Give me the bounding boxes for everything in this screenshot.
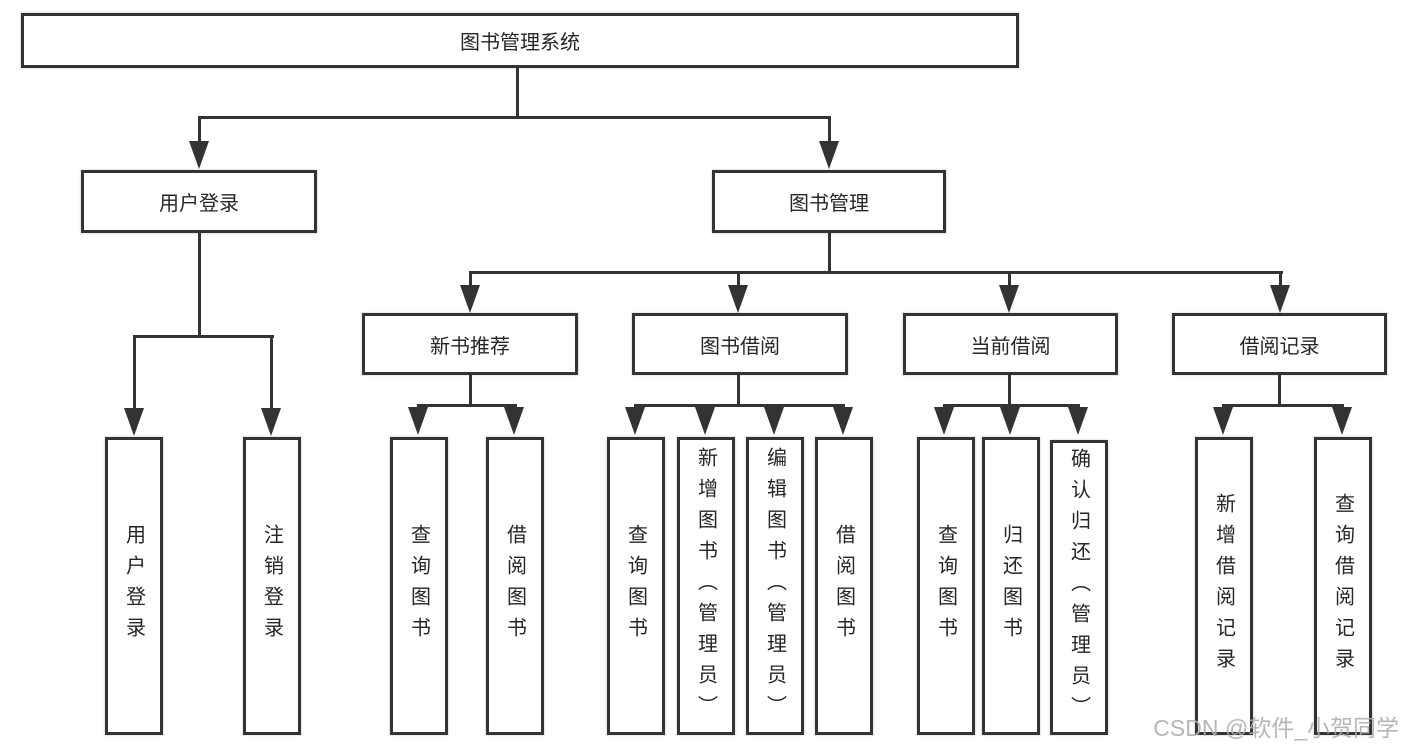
node-label: 查询图书 xyxy=(407,524,430,648)
leaf-add-borrow-record: 新增借阅记录 xyxy=(1195,437,1253,735)
node-label: 注销登录 xyxy=(260,524,283,648)
leaf-confirm-return-admin: 确认归还（管理员） xyxy=(1050,440,1108,735)
node-book-management: 图书管理 xyxy=(712,170,946,233)
connector-line xyxy=(1008,271,1011,289)
arrow-down-icon xyxy=(764,407,784,435)
node-label: 新增图书（管理员） xyxy=(694,446,717,726)
arrow-down-icon xyxy=(1000,407,1020,435)
connector-line xyxy=(270,335,273,411)
arrow-down-icon xyxy=(261,408,281,436)
node-label: 查询图书 xyxy=(624,524,647,648)
connector-line xyxy=(1008,375,1011,406)
arrow-down-icon xyxy=(504,407,524,435)
arrow-down-icon xyxy=(124,408,144,436)
leaf-borrow-books: 借阅图书 xyxy=(815,437,873,735)
node-label: 用户登录 xyxy=(159,193,239,215)
arrow-down-icon xyxy=(695,407,715,435)
connector-line xyxy=(469,271,1283,274)
arrow-down-icon xyxy=(728,285,748,313)
connector-line xyxy=(943,404,1080,407)
node-label: 用户登录 xyxy=(122,524,145,648)
node-user-login: 用户登录 xyxy=(81,170,317,233)
arrow-down-icon xyxy=(1270,285,1290,313)
leaf-query-books-borrow: 查询图书 xyxy=(607,437,665,735)
node-book-borrow: 图书借阅 xyxy=(632,313,848,375)
node-label: 借阅图书 xyxy=(832,524,855,648)
connector-line xyxy=(469,271,472,289)
arrow-down-icon xyxy=(625,407,645,435)
arrow-down-icon xyxy=(934,407,954,435)
node-label: 新增借阅记录 xyxy=(1212,493,1235,679)
connector-line xyxy=(828,233,831,273)
connector-line xyxy=(634,404,845,407)
node-borrow-records: 借阅记录 xyxy=(1172,313,1387,375)
connector-line xyxy=(1279,271,1282,289)
leaf-query-books-current: 查询图书 xyxy=(917,437,975,735)
leaf-add-books-admin: 新增图书（管理员） xyxy=(677,437,735,735)
connector-line xyxy=(133,335,274,338)
leaf-user-login: 用户登录 xyxy=(105,437,163,735)
node-label: 归还图书 xyxy=(999,524,1022,648)
connector-line xyxy=(1278,375,1281,406)
node-label: 图书借阅 xyxy=(700,335,780,358)
leaf-logout: 注销登录 xyxy=(243,437,301,735)
node-current-borrow: 当前借阅 xyxy=(903,313,1118,375)
csdn-watermark: CSDN @软件_小贺同学 xyxy=(1153,715,1399,741)
leaf-query-borrow-record: 查询借阅记录 xyxy=(1314,437,1372,735)
arrow-down-icon xyxy=(999,285,1019,313)
node-label: 图书管理 xyxy=(789,193,869,215)
node-label: 借阅图书 xyxy=(503,524,526,648)
leaf-borrow-books-recommend: 借阅图书 xyxy=(486,437,544,735)
connector-line xyxy=(737,375,740,406)
node-label: 新书推荐 xyxy=(430,335,510,358)
leaf-return-books: 归还图书 xyxy=(982,437,1040,735)
arrow-down-icon xyxy=(833,407,853,435)
node-label: 借阅记录 xyxy=(1239,335,1320,358)
node-label: 查询图书 xyxy=(934,524,957,648)
connector-line xyxy=(198,233,201,336)
arrow-down-icon xyxy=(460,285,480,313)
connector-line xyxy=(417,404,517,407)
node-label: 当前借阅 xyxy=(970,335,1051,358)
connector-line xyxy=(198,116,201,144)
connector-line xyxy=(516,68,519,117)
node-label: 图书管理系统 xyxy=(460,32,580,54)
connector-line xyxy=(133,335,136,411)
connector-line xyxy=(198,116,831,119)
arrow-down-icon xyxy=(189,141,209,169)
leaf-query-books-recommend: 查询图书 xyxy=(390,437,448,735)
node-new-book-recommend: 新书推荐 xyxy=(362,313,578,375)
node-root-library-system: 图书管理系统 xyxy=(21,13,1019,68)
connector-line xyxy=(469,375,472,406)
arrow-down-icon xyxy=(1068,407,1088,435)
node-label: 查询借阅记录 xyxy=(1331,493,1354,679)
arrow-down-icon xyxy=(408,407,428,435)
connector-line xyxy=(737,271,740,289)
node-label: 编辑图书（管理员） xyxy=(763,446,786,726)
node-label: 确认归还（管理员） xyxy=(1067,448,1090,727)
leaf-edit-books-admin: 编辑图书（管理员） xyxy=(746,437,804,735)
connector-line xyxy=(828,116,831,144)
arrow-down-icon xyxy=(819,141,839,169)
arrow-down-icon xyxy=(1213,407,1233,435)
arrow-down-icon xyxy=(1332,407,1352,435)
connector-line xyxy=(1222,404,1344,407)
